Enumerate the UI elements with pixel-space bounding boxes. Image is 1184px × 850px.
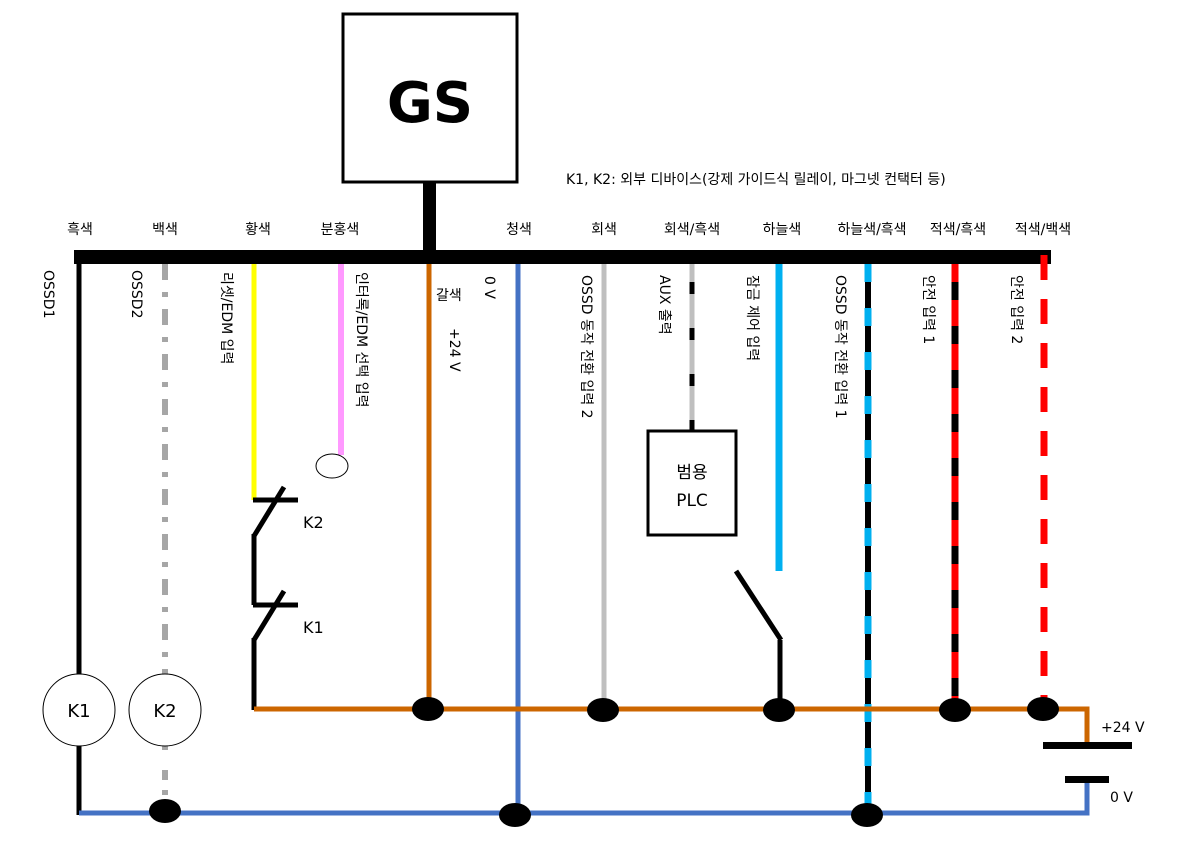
junction-dot xyxy=(763,698,795,722)
relay-coil-k2-label: K2 xyxy=(153,701,176,722)
contact-k2-blade xyxy=(251,485,287,538)
supply-zero-label: 0 V xyxy=(1110,790,1133,806)
contact-k1-blade xyxy=(251,589,287,642)
wire-function-label: 안전 입력 2 xyxy=(1008,275,1024,344)
wire-function-label: OSSD 동작 전환 입력 1 xyxy=(832,275,848,419)
wire-function-label: 리셋/EDM 입력 xyxy=(218,272,234,364)
wire-function-label: 인터록/EDM 선택 입력 xyxy=(353,272,369,407)
junction-dot xyxy=(939,698,971,722)
plc-label-line1: 범용 xyxy=(676,463,707,483)
wire-color-label-vertical: 갈색 xyxy=(436,288,462,304)
wire-color-label: 황색 xyxy=(245,222,271,238)
wire-function-label: OSSD2 xyxy=(128,270,144,318)
wire-color-label: 백색 xyxy=(152,222,178,238)
supply-plate-zero xyxy=(1065,776,1109,783)
junction-dot xyxy=(851,803,883,827)
wire-color-label: 회색 xyxy=(591,222,617,238)
plc-switch-blade xyxy=(733,569,784,642)
contact-k1-label: K1 xyxy=(303,618,324,637)
junction-dot xyxy=(587,698,619,722)
cable-bus xyxy=(74,250,1051,264)
wire-color-label: 적색/백색 xyxy=(1015,222,1071,238)
relay-coil-k1-label: K1 xyxy=(67,701,90,722)
plc-box xyxy=(646,429,738,537)
wire-color-label: 청색 xyxy=(506,222,532,238)
wire-function-label: +24 V xyxy=(446,328,462,372)
junction-dot xyxy=(149,799,181,823)
wire-function-label: OSSD1 xyxy=(40,270,56,318)
contact-k2-label: K2 xyxy=(303,513,324,532)
wire-function-label: OSSD 동작 전환 입력 2 xyxy=(578,275,594,419)
gs-device-box xyxy=(341,12,519,184)
gs-cable xyxy=(423,182,436,254)
supply-plate-plus xyxy=(1043,742,1132,749)
wire-function-label: 0 V xyxy=(481,276,497,299)
relay-coil-k1 xyxy=(42,673,116,747)
wire-function-label: 잠금 제어 입력 xyxy=(744,275,760,361)
junction-dot xyxy=(499,803,531,827)
wire-color-label: 하늘색/흑색 xyxy=(837,221,906,238)
external-device-note: K1, K2: 외부 디바이스(강제 가이드식 릴레이, 마그넷 컨택터 등) xyxy=(566,172,946,188)
zero-volt-rail xyxy=(79,778,1090,816)
plus24v-rail xyxy=(254,706,1090,745)
junction-dot xyxy=(412,697,444,721)
interlock-terminal xyxy=(315,453,349,479)
junction-dot xyxy=(1027,697,1059,721)
wire-function-label: AUX 출력 xyxy=(656,275,672,335)
wire-color-label: 흑색 xyxy=(67,221,93,238)
supply-plus-label: +24 V xyxy=(1101,720,1145,736)
wire-color-label: 회색/흑색 xyxy=(664,221,720,238)
gs-device-label: GS xyxy=(387,71,473,136)
wire-color-label: 적색/흑색 xyxy=(930,221,986,238)
wire-color-label: 분홍색 xyxy=(321,222,360,238)
relay-coil-k2 xyxy=(128,673,202,747)
wire-color-label: 하늘색 xyxy=(763,222,802,238)
plc-label-line2: PLC xyxy=(676,491,708,511)
wire-function-label: 안전 입력 1 xyxy=(920,275,936,344)
